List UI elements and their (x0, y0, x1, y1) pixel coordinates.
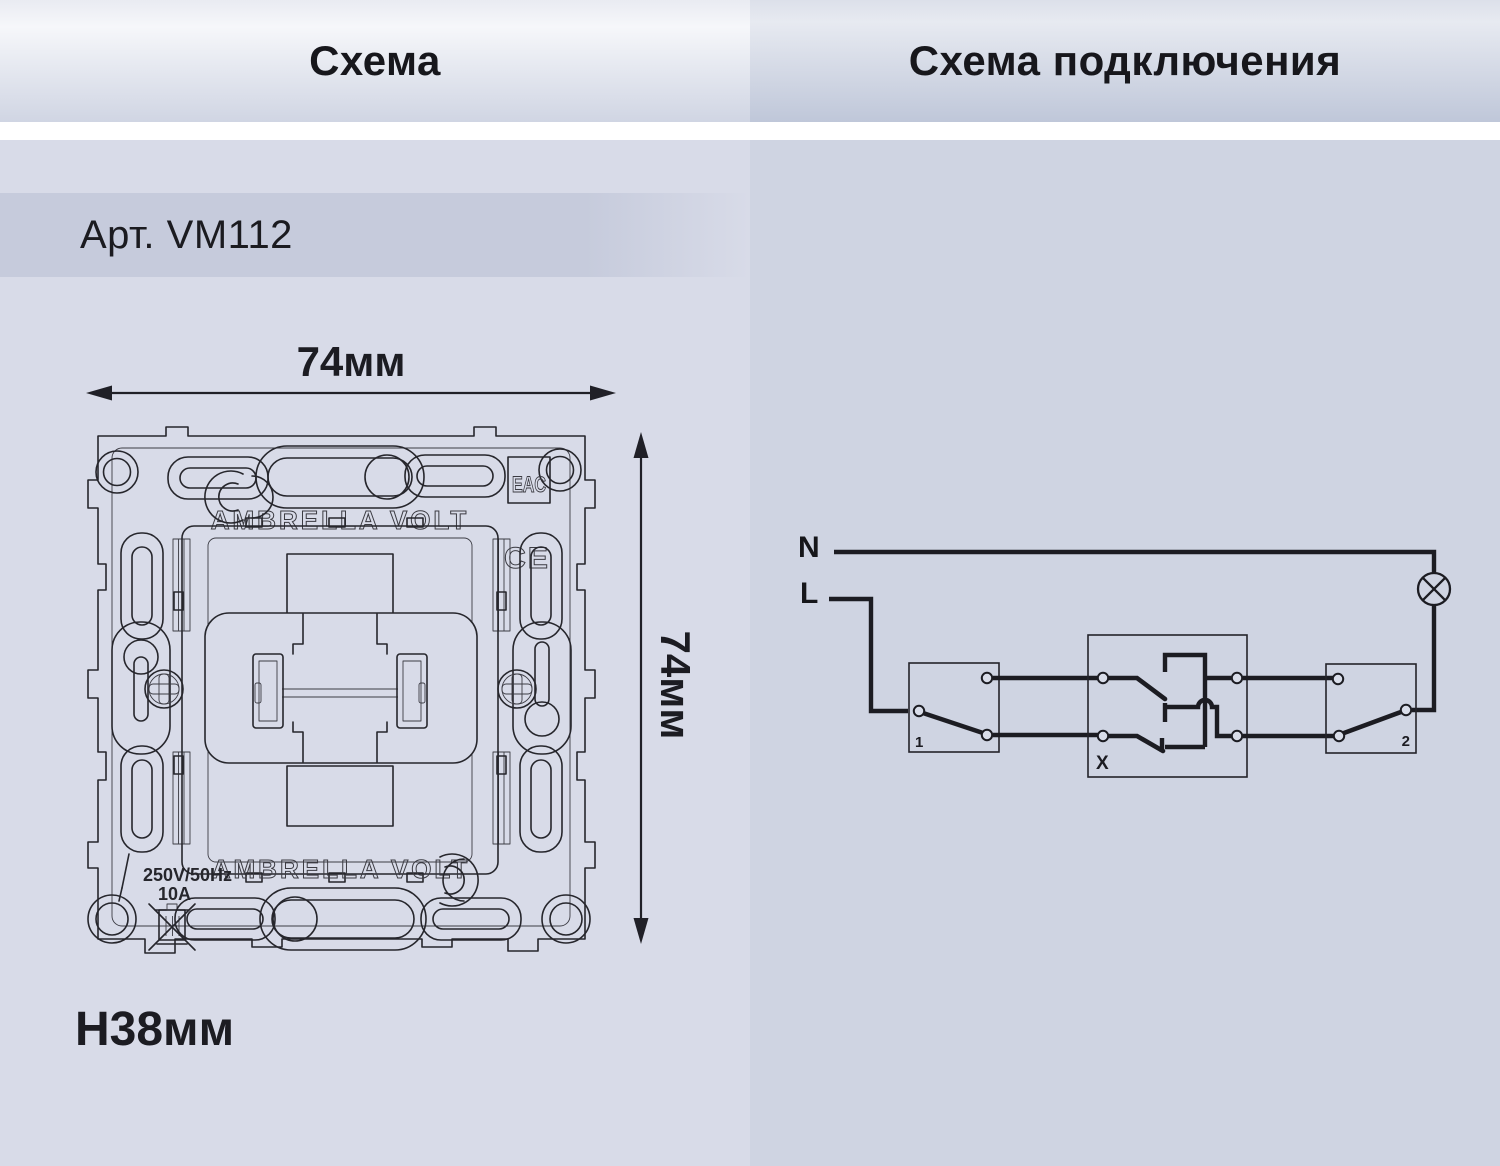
header-cell-scheme: Схема (0, 0, 750, 122)
white-divider-band (0, 122, 1500, 140)
line-label: L (800, 577, 818, 610)
content-row: Арт. VM112 74мм 74мм H38м (0, 140, 1500, 1166)
voltage-rating: 250V/50Hz (143, 865, 232, 885)
panel-wiring-diagram: N L (750, 140, 1500, 1166)
current-rating: 10A (158, 884, 191, 904)
switch-2: 2 (1325, 663, 1417, 754)
brand-embossing-top: AMBRELLA VOLT (211, 505, 470, 535)
header-cell-connection-scheme: Схема подключения (750, 0, 1500, 122)
svg-text:EAC: EAC (512, 472, 546, 497)
no-trash-icon (148, 903, 196, 951)
article-number: Арт. VM112 (80, 212, 293, 257)
depth-label: H38мм (75, 1003, 234, 1056)
height-label: 74мм (652, 631, 699, 740)
wiring-diagram: N L (798, 531, 1452, 778)
fixing-screw-left (144, 669, 184, 709)
cover-plate-top (286, 553, 394, 615)
screwdriver-icon (118, 853, 130, 902)
panel-dimensions: Арт. VM112 74мм 74мм H38м (0, 140, 750, 1166)
brand-embossing-bottom: AMBRELLA VOLT (212, 854, 471, 884)
dimension-height: 74мм (633, 432, 699, 944)
switch-1-label: 1 (915, 734, 923, 751)
rocker-housing (204, 612, 478, 764)
neutral-wire (834, 549, 1437, 573)
width-label: 74мм (297, 338, 406, 385)
connection-scheme-title: Схема подключения (908, 37, 1342, 84)
bottom-claw-slots (174, 887, 522, 951)
brand-logo-bottom (439, 853, 479, 907)
lamp-symbol (1416, 571, 1452, 607)
left-side-slots (111, 532, 191, 853)
brand-logo-top (204, 470, 274, 524)
eac-mark: EAC (507, 456, 551, 504)
switch-x-label: X (1096, 753, 1109, 774)
switch-x: X (1087, 634, 1248, 778)
switch-2-label: 2 (1402, 733, 1410, 750)
dimension-width: 74мм (86, 338, 616, 401)
cover-plate-bottom (286, 765, 394, 827)
lamp-return-wire (1412, 606, 1437, 713)
fixing-screw-right (497, 669, 537, 709)
scheme-title: Схема (309, 37, 441, 84)
article-band: Арт. VM112 (0, 193, 750, 277)
header-row: Схема Схема подключения (0, 0, 1500, 122)
line-wire (829, 596, 908, 714)
switch-1: 1 (908, 662, 1000, 753)
mechanism-drawing: 74мм 74мм H38мм (75, 338, 699, 1056)
corner-screw-holes (87, 448, 591, 944)
neutral-label: N (798, 531, 820, 564)
